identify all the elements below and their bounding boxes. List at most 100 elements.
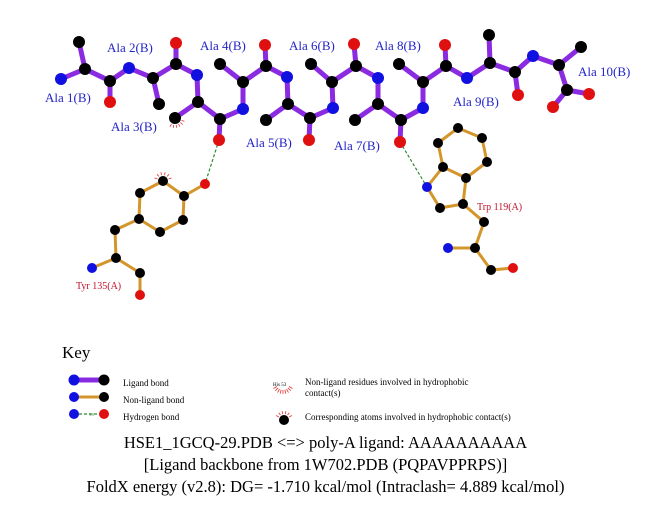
carbon-atom xyxy=(305,58,317,70)
nitrogen-atom xyxy=(327,102,339,114)
oxygen-atom xyxy=(104,96,116,108)
label-ala-8: Ala 8(B) xyxy=(375,38,421,53)
key-hydrophobic-residues-line2: contact(s) xyxy=(305,388,340,398)
nitrogen-atom xyxy=(422,182,432,192)
key-hydrophobic-atom-mark xyxy=(276,411,292,418)
oxygen-atom xyxy=(512,89,524,101)
carbon-atom xyxy=(561,84,573,96)
carbon-atom xyxy=(458,199,468,209)
hydrophobic-spoke xyxy=(166,174,170,177)
label-ala-1: Ala 1(B) xyxy=(45,90,91,105)
nitrogen-atom xyxy=(443,243,453,253)
nitrogen-atom xyxy=(527,50,539,62)
oxygen-atom xyxy=(348,38,360,50)
oxygen-atom xyxy=(547,101,559,113)
hydrophobic-spoke xyxy=(169,123,172,127)
hydrophobic-spoke xyxy=(284,389,287,394)
carbon-atom xyxy=(372,98,384,110)
carbon-atom xyxy=(147,72,159,84)
label-ala-6: Ala 6(B) xyxy=(289,38,335,53)
hydrogen-bond xyxy=(204,139,220,185)
key-carbon-atom xyxy=(98,374,110,386)
nitrogen-atom xyxy=(55,73,67,85)
hydrophobic-spoke xyxy=(175,124,178,128)
oxygen-atom xyxy=(259,39,271,51)
key-hydrophobic-example: His 53 xyxy=(273,383,287,388)
key-legend: Key Ligand bond Non-ligand bond Hydrogen… xyxy=(62,343,511,425)
carbon-atom xyxy=(153,98,165,110)
oxygen-atom xyxy=(170,37,182,49)
carbon-atom xyxy=(169,112,181,124)
key-hydrophobic-atoms-label: Corresponding atoms involved in hydropho… xyxy=(305,412,511,422)
carbon-atom xyxy=(484,57,496,69)
carbon-atom xyxy=(553,59,565,71)
key-symbols xyxy=(68,374,293,425)
hydrophobic-spoke xyxy=(286,388,289,393)
hydrophobic-spoke xyxy=(180,122,183,125)
oxygen-atom xyxy=(135,290,145,300)
ligand-residue-labels: Ala 1(B) Ala 2(B) Ala 3(B) Ala 4(B) Ala … xyxy=(45,38,630,153)
oxygen-atom xyxy=(583,88,595,100)
carbon-atom xyxy=(104,75,116,87)
hydrophobic-spoke xyxy=(287,412,290,416)
carbon-atom xyxy=(470,243,480,253)
carbon-atom xyxy=(192,96,204,108)
label-ala-2: Ala 2(B) xyxy=(107,40,153,55)
key-hydrogen-bond-label: Hydrogen bond xyxy=(123,412,180,422)
hydrophobic-spoke xyxy=(281,411,284,415)
carbon-atom xyxy=(179,191,189,201)
oxygen-atom xyxy=(213,134,225,146)
hydrophobic-spoke xyxy=(181,120,185,122)
label-ala-10: Ala 10(B) xyxy=(578,64,630,79)
hydrophobic-spoke xyxy=(277,388,280,393)
carbon-atom xyxy=(170,58,182,70)
carbon-atom xyxy=(214,58,226,70)
carbon-atom xyxy=(440,60,452,72)
nitrogen-atom xyxy=(191,69,203,81)
footer-title: HSE1_1GCQ-29.PDB <=> poly-A ligand: AAAA… xyxy=(123,433,528,452)
protein-residue-labels: Tyr 135(A) Trp 119(A) xyxy=(76,202,522,292)
oxygen-atom xyxy=(303,134,315,146)
key-hydrophobic-residue-icon xyxy=(273,386,293,394)
hydrogen-bond xyxy=(399,141,428,188)
label-ala-5: Ala 5(B) xyxy=(246,135,292,150)
carbon-atom xyxy=(135,188,145,198)
carbon-atom xyxy=(438,162,448,172)
carbon-atom xyxy=(417,76,429,88)
hydrophobic-spoke xyxy=(288,415,292,418)
carbon-atom xyxy=(435,203,445,213)
oxygen-atom xyxy=(200,179,210,189)
hydrophobic-contact-mark xyxy=(154,172,172,180)
carbon-atom xyxy=(326,76,338,88)
hydrophobic-spoke xyxy=(168,177,172,180)
nitrogen-atom xyxy=(461,72,473,84)
carbon-atom xyxy=(479,217,489,227)
label-ala-4: Ala 4(B) xyxy=(200,38,246,53)
carbon-atom xyxy=(575,41,587,53)
key-non-ligand-bond-label: Non-ligand bond xyxy=(123,395,185,405)
carbon-atom xyxy=(79,63,91,75)
footer-energy: FoldX energy (v2.8): DG= -1.710 kcal/mol… xyxy=(86,477,565,496)
carbon-atom xyxy=(482,157,492,167)
carbon-atom xyxy=(134,214,144,224)
carbon-atom xyxy=(395,114,407,126)
hydrophobic-spoke xyxy=(172,124,175,128)
carbon-atom xyxy=(453,123,463,133)
hydrophobic-spoke xyxy=(178,123,181,127)
oxygen-atom xyxy=(394,136,406,148)
carbon-atom xyxy=(393,58,405,70)
atoms-layer xyxy=(55,29,595,300)
carbon-atom xyxy=(461,173,471,183)
carbon-atom xyxy=(178,215,188,225)
hydrophobic-spoke xyxy=(274,387,279,392)
carbon-atom xyxy=(135,268,145,278)
nitrogen-atom xyxy=(237,103,249,115)
carbon-atom xyxy=(111,253,121,263)
nitrogen-atom xyxy=(372,72,384,84)
label-trp-119: Trp 119(A) xyxy=(477,202,522,213)
oxygen-atom xyxy=(508,263,518,273)
carbon-atom xyxy=(155,227,165,237)
key-nitrogen-atom xyxy=(69,392,79,402)
carbon-atom xyxy=(486,265,496,275)
